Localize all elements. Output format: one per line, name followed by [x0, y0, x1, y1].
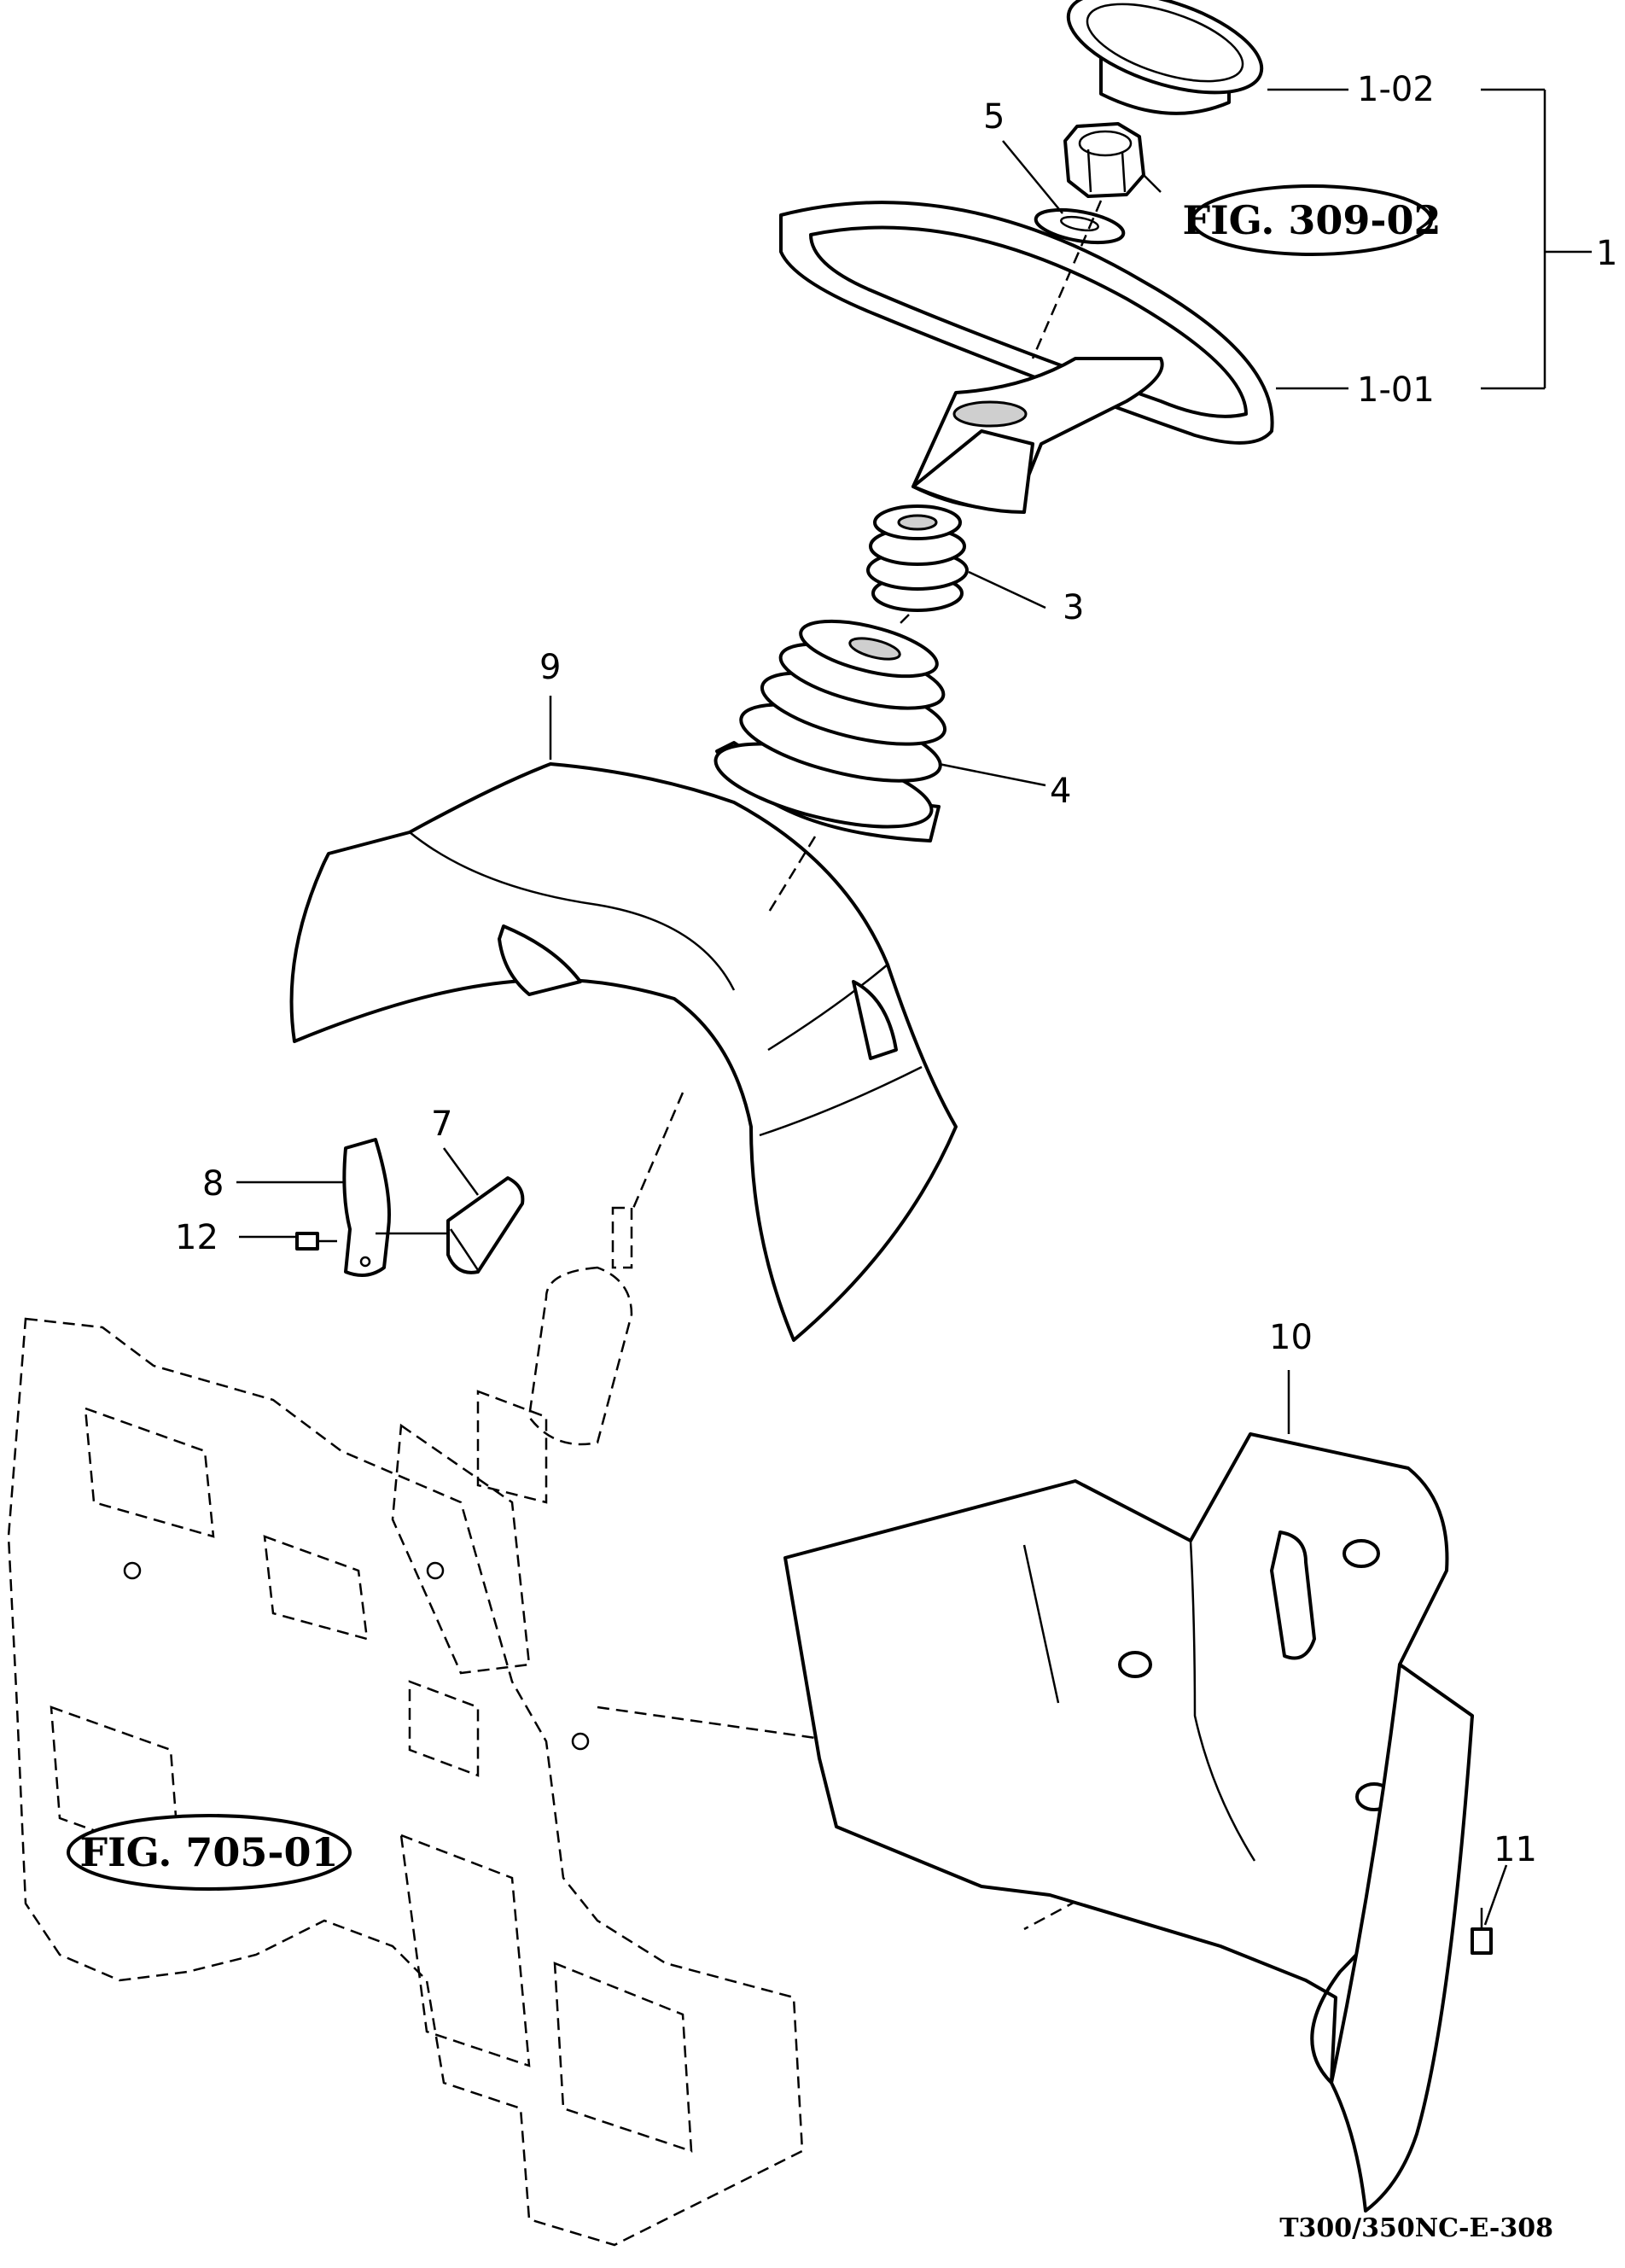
callout-10: 10	[1269, 1318, 1313, 1357]
callout-4: 4	[1050, 772, 1071, 811]
steering-wheel-part	[779, 201, 1274, 514]
fig-705-01-reference: FIG. 705-01	[67, 1814, 352, 1891]
callout-1-01: 1-01	[1357, 370, 1435, 410]
drawing-code: T300/350NC-E-308	[1279, 2213, 1553, 2243]
fig-309-02-text: FIG. 309-02	[1183, 197, 1442, 243]
callout-3: 3	[1063, 588, 1084, 627]
fig-705-01-text: FIG. 705-01	[80, 1829, 339, 1875]
callout-12: 12	[175, 1218, 218, 1257]
callout-1: 1	[1596, 234, 1617, 273]
callout-9: 9	[539, 648, 561, 687]
callout-7: 7	[431, 1105, 452, 1144]
lever-part	[342, 1138, 391, 1277]
upper-cover-part	[289, 762, 958, 1342]
screw-part	[1471, 1908, 1493, 1955]
wheel-cap-part	[1066, 0, 1264, 115]
washer-part	[1034, 207, 1126, 245]
callout-labels: 1-02 1-01 1 5 3 4 9 7 8 12 10 11	[175, 70, 1617, 1869]
assembly-centerlines	[630, 200, 1103, 1213]
nut-part	[1063, 122, 1145, 198]
lower-cover-part	[783, 1432, 1474, 2213]
bolt-part	[295, 1232, 337, 1251]
steering-column-part	[391, 1206, 633, 1675]
callout-1-02: 1-02	[1357, 70, 1435, 109]
callout-5: 5	[983, 97, 1005, 137]
knob-part	[446, 1176, 525, 1274]
small-bellows-part	[866, 504, 969, 612]
leader-lines	[236, 88, 1592, 1926]
large-bellows-part	[713, 619, 947, 842]
fig-309-02-reference: FIG. 309-02	[1183, 184, 1442, 256]
callout-11: 11	[1494, 1830, 1537, 1869]
callout-8: 8	[202, 1164, 224, 1204]
